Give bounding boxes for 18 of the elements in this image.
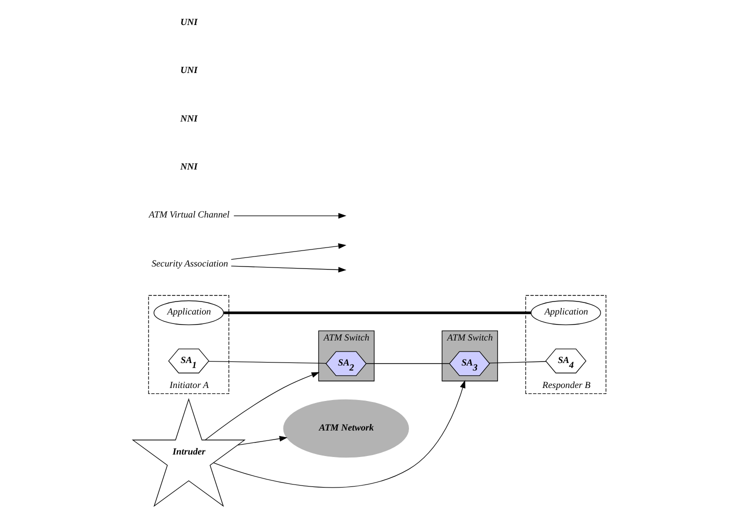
arrow [233,212,346,219]
arrow [204,372,320,440]
label: UNI [180,18,198,28]
label: NNI [180,162,198,172]
connector [488,361,546,364]
node-ellipse: ATM Network [282,399,408,458]
node-text: Security Association [151,259,228,270]
connector [223,311,531,314]
node-ellipse: Application [530,300,600,326]
node-ellipse: Application [153,300,224,326]
arrow [230,243,346,260]
arrow [230,266,346,273]
label: UNI [180,66,198,76]
arrow [237,436,288,446]
connector [208,360,326,364]
label: NNI [180,114,198,124]
connector [366,363,450,364]
node-text: ATM Virtual Channel [148,210,230,221]
